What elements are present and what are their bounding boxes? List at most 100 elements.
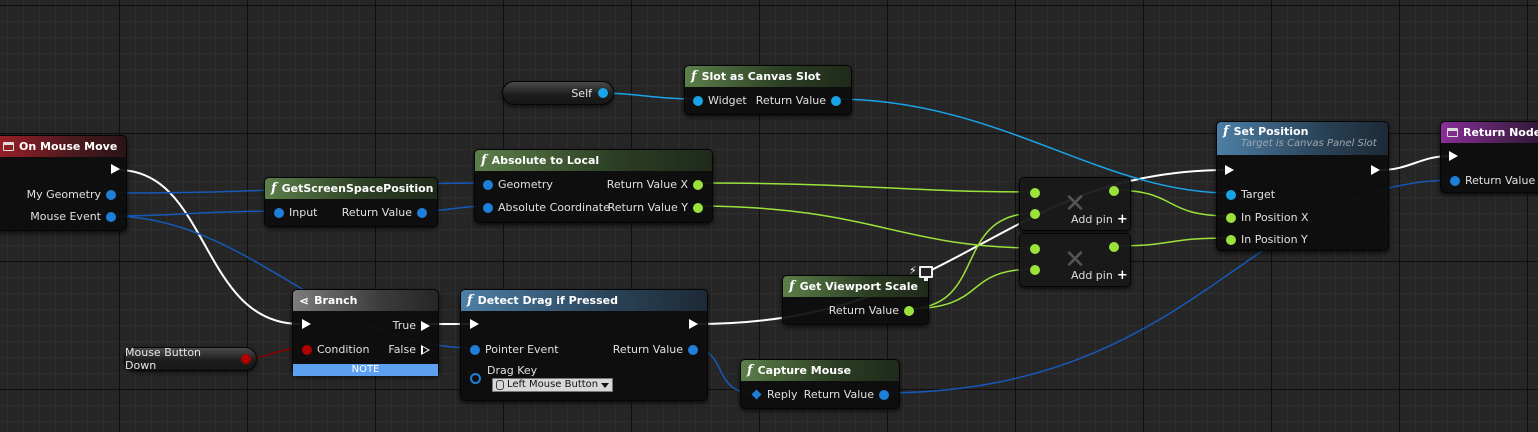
function-icon: f [467, 293, 473, 308]
exec-arrow-icon [470, 319, 479, 329]
pin-label: Return Value [803, 388, 874, 401]
float-pin-icon [1226, 234, 1236, 245]
bool-pin-icon [302, 344, 312, 355]
node-title: Set Position [1233, 125, 1309, 138]
exec-out-pin[interactable] [689, 319, 698, 329]
pin-output[interactable] [1109, 186, 1119, 196]
float-pin-icon [693, 202, 703, 213]
pin-geometry[interactable]: Geometry [483, 178, 558, 191]
pin-label: Absolute Coordinate [498, 201, 610, 214]
exec-in-pin[interactable] [470, 319, 479, 329]
lightning-icon: ⚡ [909, 264, 917, 277]
node-set-position[interactable]: f Set Position Target is Canvas Panel Sl… [1216, 121, 1389, 251]
exec-out-false-pin[interactable]: False [383, 343, 430, 356]
exec-in-pin[interactable] [1449, 151, 1458, 161]
node-capture-mouse[interactable]: f Capture Mouse Reply Return Value [740, 359, 900, 409]
pin-condition[interactable]: Condition [302, 343, 375, 356]
pin-return-value[interactable]: Return Value [824, 304, 914, 317]
node-on-mouse-move[interactable]: On Mouse Move My Geometry Mouse Event [0, 135, 127, 231]
exec-out-true-pin[interactable]: True [388, 319, 430, 332]
node-get-viewport-scale[interactable]: f Get Viewport Scale Return Value [782, 275, 929, 325]
pin-target[interactable]: Target [1226, 188, 1280, 201]
pin-return-value[interactable]: Return Value [799, 388, 889, 401]
node-branch[interactable]: ⋖ Branch True Condition False NOTE [292, 289, 439, 376]
pin-label: Reply [767, 388, 798, 401]
pin-drag-key[interactable] [470, 373, 481, 384]
exec-arrow-hollow-icon [421, 344, 430, 355]
node-absolute-to-local[interactable]: f Absolute to Local Geometry Absolute Co… [474, 149, 713, 223]
event-icon [3, 142, 14, 151]
exec-arrow-icon [111, 164, 120, 174]
pin-input-a[interactable] [1030, 188, 1040, 198]
bool-pin-icon[interactable] [241, 354, 251, 364]
node-slot-as-canvas-slot[interactable]: f Slot as Canvas Slot Widget Return Valu… [684, 65, 852, 115]
pin-label: Drag Key [487, 364, 538, 377]
struct-pin-icon [274, 207, 284, 218]
exec-arrow-icon [302, 319, 311, 329]
node-math-operator-1[interactable]: ✕ Add pin+ [1019, 177, 1131, 231]
pin-label: Mouse Event [30, 210, 101, 223]
node-header: ⋖ Branch [293, 290, 438, 311]
exec-out-pin[interactable] [111, 164, 120, 174]
float-pin-icon [693, 179, 703, 190]
node-detect-drag-if-pressed[interactable]: f Detect Drag if Pressed Pointer Event R… [460, 289, 708, 401]
pin-label: True [392, 319, 416, 332]
pin-return-value-x[interactable]: Return Value X [602, 178, 703, 191]
drag-key-dropdown[interactable]: Left Mouse Button [492, 378, 614, 392]
float-pin-icon [1109, 242, 1119, 252]
exec-in-pin[interactable] [1225, 165, 1234, 175]
pin-output[interactable] [1109, 242, 1119, 252]
add-pin-button[interactable]: Add pin+ [1071, 212, 1128, 227]
pin-return-value[interactable]: Return Value [1450, 174, 1538, 187]
node-return-node[interactable]: Return Node Return Value [1440, 121, 1538, 193]
pin-input-a[interactable] [1030, 244, 1040, 254]
function-icon: f [747, 363, 753, 378]
node-self-reference[interactable]: Self [502, 81, 614, 105]
wire-exec-detectdrag-setposition [696, 169, 1229, 325]
pin-input-b[interactable] [1030, 265, 1040, 275]
pin-in-position-x[interactable]: In Position X [1226, 211, 1314, 224]
node-header: f Set Position Target is Canvas Panel Sl… [1217, 122, 1388, 155]
pin-mouse-event[interactable]: Mouse Event [25, 210, 116, 223]
pin-return-value[interactable]: Return Value [751, 94, 841, 107]
mouse-icon [496, 380, 504, 390]
exec-arrow-icon [689, 319, 698, 329]
branch-icon: ⋖ [299, 293, 310, 308]
node-title: Capture Mouse [757, 364, 852, 377]
pin-return-value-y[interactable]: Return Value Y [603, 201, 703, 214]
pin-my-geometry[interactable]: My Geometry [22, 188, 116, 201]
pin-in-position-y[interactable]: In Position Y [1226, 233, 1313, 246]
node-math-operator-2[interactable]: ✕ Add pin+ [1019, 233, 1131, 287]
chevron-down-icon [601, 382, 610, 388]
add-pin-button[interactable]: Add pin+ [1071, 268, 1128, 283]
exec-arrow-icon [1371, 165, 1380, 175]
struct-pin-icon [106, 189, 116, 200]
pin-return-value[interactable]: Return Value [337, 206, 427, 219]
node-header: Return Node [1441, 122, 1538, 143]
node-title: GetScreenSpacePosition [281, 182, 434, 195]
exec-in-pin[interactable] [302, 319, 311, 329]
object-pin-icon [1226, 189, 1236, 200]
node-mouse-button-down-variable[interactable]: Mouse Button Down [124, 346, 257, 372]
pin-reply[interactable]: Reply [751, 388, 802, 401]
function-icon: f [481, 153, 487, 168]
variable-label: Mouse Button Down [125, 346, 202, 372]
pin-label: Return Value [612, 343, 683, 356]
pin-input-b[interactable] [1030, 209, 1040, 219]
object-pin-icon[interactable] [598, 88, 608, 98]
pin-return-value[interactable]: Return Value [608, 343, 698, 356]
dropdown-value: Left Mouse Button [507, 379, 599, 390]
node-header: f Absolute to Local [475, 150, 712, 171]
function-icon: f [789, 279, 795, 294]
pin-input[interactable]: Input [274, 206, 322, 219]
exec-out-pin[interactable] [1371, 165, 1380, 175]
pin-pointer-event[interactable]: Pointer Event [470, 343, 564, 356]
pin-widget[interactable]: Widget [693, 94, 752, 107]
node-get-screen-space-position[interactable]: f GetScreenSpacePosition Input Return Va… [264, 177, 438, 227]
pin-absolute-coordinate[interactable]: Absolute Coordinate [483, 201, 615, 214]
add-pin-label: Add pin [1071, 213, 1113, 226]
pin-label: My Geometry [26, 188, 101, 201]
note-bar[interactable]: NOTE [293, 364, 438, 376]
object-pin-icon [831, 95, 841, 106]
